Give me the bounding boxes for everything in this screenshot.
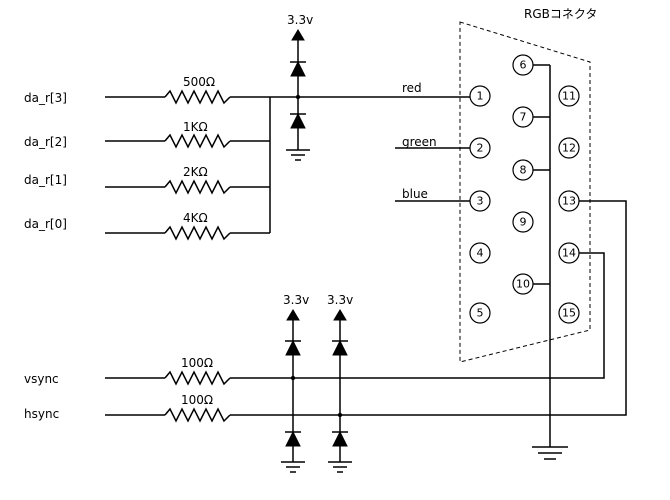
svg-text:12: 12 xyxy=(562,142,576,155)
resistor-r3-label: 500Ω xyxy=(183,75,215,89)
pin-12: 12 xyxy=(558,137,580,159)
top-clamp: 3.3v xyxy=(286,13,313,161)
resistor-r1-label: 2KΩ xyxy=(183,165,208,179)
resistor-rh xyxy=(164,407,231,423)
pin-9: 9 xyxy=(512,211,534,233)
resistor-r0 xyxy=(164,225,231,241)
resistor-r1 xyxy=(164,179,231,195)
supply-sync-b-arrow-icon xyxy=(333,309,347,321)
svg-text:11: 11 xyxy=(562,90,576,103)
junction-hsync-dot xyxy=(337,412,343,418)
supply-sync-a-label: 3.3v xyxy=(283,293,309,307)
ground-sync-b-icon xyxy=(328,461,352,473)
pin-4: 4 xyxy=(469,242,491,264)
label-da-r-2: da_r[2] xyxy=(24,135,67,149)
svg-text:8: 8 xyxy=(520,164,527,177)
supply-sync-b-label: 3.3v xyxy=(327,293,353,307)
pin-14: 14 xyxy=(558,242,580,264)
pin-6: 6 xyxy=(512,54,534,76)
connector-outline xyxy=(459,21,591,363)
junction-vsync-dot xyxy=(290,375,296,381)
pin-7: 7 xyxy=(512,106,534,128)
resistor-r3 xyxy=(164,89,231,105)
diode-sync-a-upper-icon xyxy=(285,339,301,356)
svg-text:6: 6 xyxy=(520,59,527,72)
supply-top-arrow-icon xyxy=(291,29,305,41)
svg-text:3: 3 xyxy=(477,195,484,208)
ground-top-icon xyxy=(286,149,310,161)
label-da-r-1: da_r[1] xyxy=(24,173,67,187)
pin-15: 15 xyxy=(558,302,580,324)
resistor-rh-label: 100Ω xyxy=(181,393,213,407)
junction-red-dot xyxy=(295,94,301,100)
supply-sync-a-arrow-icon xyxy=(286,309,300,321)
label-da-r-0: da_r[0] xyxy=(24,217,67,231)
label-red: red xyxy=(402,81,422,95)
svg-text:14: 14 xyxy=(562,247,576,260)
pin-1: 1 xyxy=(469,85,491,107)
wire-vsync-to-pin14 xyxy=(230,252,605,379)
resistor-rv xyxy=(164,370,231,386)
diode-sync-a-lower-icon xyxy=(285,430,301,447)
label-vsync: vsync xyxy=(24,372,59,386)
sync-clamp-a: 3.3v xyxy=(281,293,309,473)
svg-text:5: 5 xyxy=(477,307,484,320)
diode-top-upper-icon xyxy=(290,60,306,77)
diode-sync-b-lower-icon xyxy=(332,430,348,447)
ground-sync-a-icon xyxy=(281,461,305,473)
wire-hsync-to-pin13 xyxy=(230,200,627,416)
resistor-r2 xyxy=(164,133,231,149)
pin-10: 10 xyxy=(512,273,534,295)
svg-text:13: 13 xyxy=(562,195,576,208)
connector-title: RGBコネクタ xyxy=(524,7,597,21)
pin-3: 3 xyxy=(469,190,491,212)
pin-8: 8 xyxy=(512,159,534,181)
ground-bus xyxy=(532,64,568,460)
resistor-r2-label: 1KΩ xyxy=(183,120,208,134)
label-hsync: hsync xyxy=(24,407,59,421)
pin-13: 13 xyxy=(558,190,580,212)
supply-top-label: 3.3v xyxy=(287,13,313,27)
svg-text:1: 1 xyxy=(477,90,484,103)
svg-text:9: 9 xyxy=(520,216,527,229)
diode-sync-b-upper-icon xyxy=(332,339,348,356)
diode-top-lower-icon xyxy=(290,112,306,129)
pin-2: 2 xyxy=(469,137,491,159)
sync-clamp-b: 3.3v xyxy=(327,293,353,473)
svg-text:4: 4 xyxy=(477,247,484,260)
svg-text:10: 10 xyxy=(516,278,530,291)
label-da-r-3: da_r[3] xyxy=(24,91,67,105)
svg-text:7: 7 xyxy=(520,111,527,124)
label-blue: blue xyxy=(402,187,428,201)
resistor-r0-label: 4KΩ xyxy=(183,211,208,225)
svg-text:15: 15 xyxy=(562,307,576,320)
pin-5: 5 xyxy=(469,302,491,324)
svg-text:2: 2 xyxy=(477,142,484,155)
label-green: green xyxy=(402,135,437,149)
pin-11: 11 xyxy=(558,85,580,107)
resistor-rv-label: 100Ω xyxy=(181,356,213,370)
